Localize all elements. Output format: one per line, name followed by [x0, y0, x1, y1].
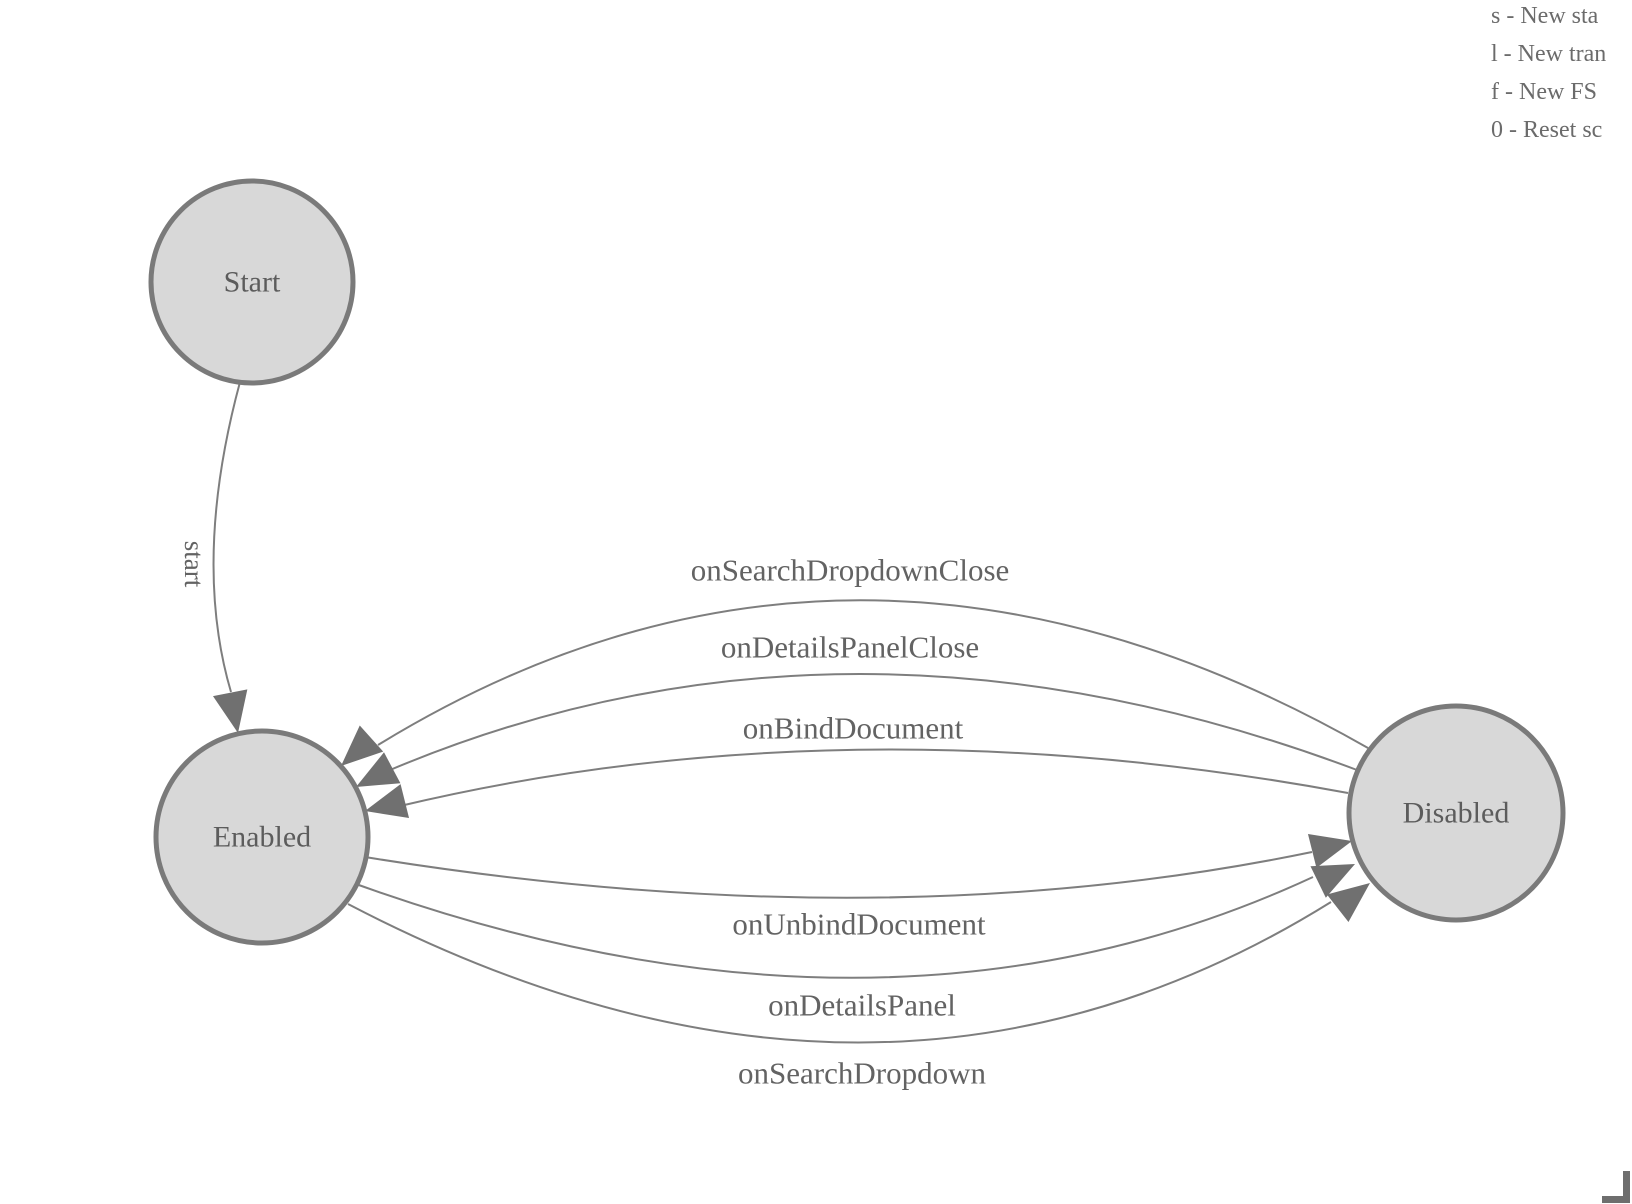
transition-label: onSearchDropdown: [738, 1056, 986, 1091]
arrowhead-icon: [212, 689, 248, 733]
arrowhead-icon: [365, 784, 410, 819]
state-node-disabled[interactable]: [1346, 703, 1566, 923]
state-node-start[interactable]: [148, 178, 356, 386]
arrowhead-icon: [356, 752, 401, 787]
canvas-corner-mark: [1602, 1171, 1630, 1203]
legend-line-new-state: s - New sta: [1491, 3, 1599, 29]
state-label-disabled: Disabled: [1403, 797, 1510, 830]
arrowhead-icon: [1307, 833, 1352, 868]
transition-edge-5[interactable]: [355, 876, 1314, 979]
transition-edge-3[interactable]: [399, 748, 1349, 807]
arrowhead-icon: [341, 725, 384, 766]
transition-edge-4[interactable]: [364, 851, 1313, 899]
state-label-enabled: Enabled: [213, 821, 311, 854]
transition-label: onUnbindDocument: [732, 907, 986, 942]
arrowhead-icon: [1326, 883, 1370, 923]
transition-label: onDetailsPanelClose: [721, 630, 979, 665]
legend-line-reset: 0 - Reset sc: [1491, 117, 1603, 143]
transition-label: onDetailsPanel: [768, 988, 956, 1023]
state-node-enabled[interactable]: [153, 728, 371, 946]
transition-label: onBindDocument: [743, 711, 964, 746]
transition-edge-0[interactable]: [212, 381, 241, 693]
transition-label: start: [179, 541, 209, 588]
transition-label: onSearchDropdownClose: [691, 553, 1010, 588]
state-label-start: Start: [224, 266, 281, 299]
arrowhead-icon: [1310, 864, 1355, 898]
transition-edge-6[interactable]: [347, 901, 1332, 1044]
legend-line-new-fsm: f - New FS: [1491, 79, 1597, 105]
legend-line-new-transition: l - New tran: [1491, 41, 1607, 67]
transition-edge-2[interactable]: [389, 673, 1358, 771]
transition-edge-1[interactable]: [377, 599, 1369, 749]
shortcut-legend: s - New sta l - New tran f - New FS 0 - …: [1491, 0, 1606, 149]
